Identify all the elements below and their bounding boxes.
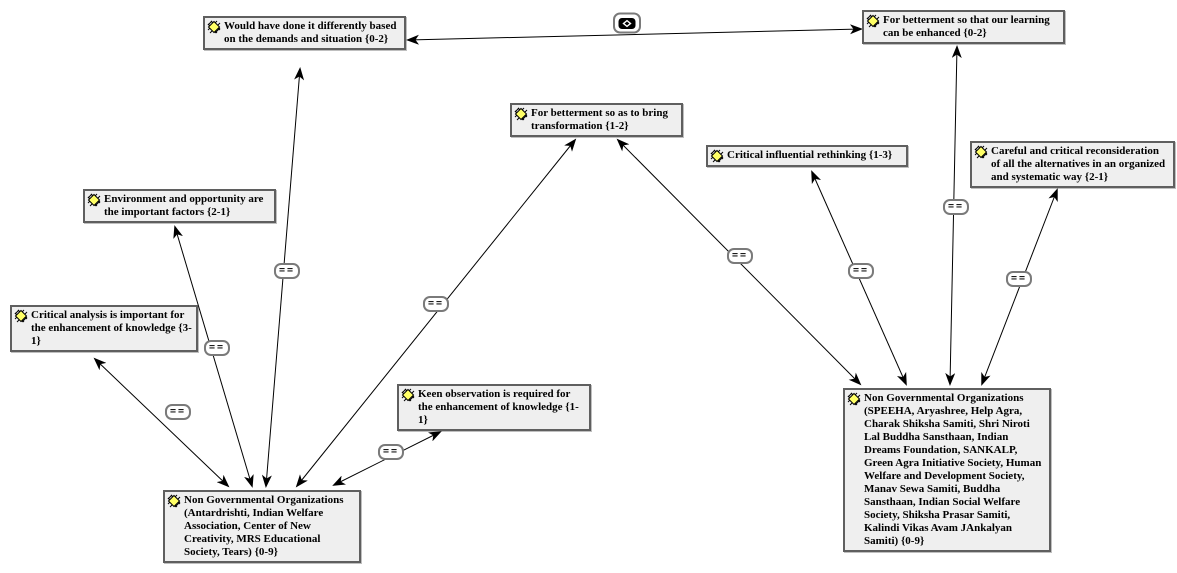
node-would-differently[interactable]: Would have done it differently based on … [203,16,406,50]
node-label: Critical analysis is important for the e… [31,309,192,347]
code-icon [401,388,415,402]
edge-relation-label[interactable]: == [377,444,405,460]
code-icon [847,392,861,406]
node-careful-reconsideration[interactable]: Careful and critical reconsideration of … [970,141,1175,188]
code-icon [710,149,724,163]
node-label: For betterment so that our learning can … [883,14,1050,39]
association-relation-icon[interactable] [613,12,641,34]
node-label: Non Governmental Organizations (Antardri… [184,494,344,558]
code-icon [87,193,101,207]
code-icon [167,494,181,508]
node-label: Critical influential rethinking {1-3} [727,149,893,161]
node-label: Non Governmental Organizations (SPEEHA, … [864,392,1042,547]
code-icon [14,309,28,323]
node-label: Environment and opportunity are the impo… [104,193,264,218]
node-critical-rethinking[interactable]: Critical influential rethinking {1-3} [706,145,908,167]
edge-relation-label[interactable]: == [942,199,970,215]
edge-line-transformation-left[interactable] [295,138,577,488]
edge-relation-label[interactable]: == [203,340,231,356]
association-symbol [618,17,636,29]
node-label: Careful and critical reconsideration of … [991,145,1166,183]
node-learning-enhanced[interactable]: For betterment so that our learning can … [862,10,1065,44]
code-icon [974,145,988,159]
edge-line-careful-reconsideration[interactable] [981,188,1058,386]
node-ngo-left[interactable]: Non Governmental Organizations (Antardri… [163,490,361,563]
edge-line-environment[interactable] [173,225,254,488]
edge-relation-label[interactable]: == [164,404,192,420]
node-label: Keen observation is required for the enh… [418,388,579,426]
node-transformation[interactable]: For betterment so as to bring transforma… [510,103,683,137]
node-label: Would have done it differently based on … [224,20,397,45]
code-icon [514,107,528,121]
edge-relation-label[interactable]: == [422,296,450,312]
node-label: For betterment so as to bring transforma… [531,107,668,132]
edge-relation-label[interactable]: == [1005,271,1033,287]
code-icon [866,14,880,28]
edge-line-critical-analysis[interactable] [93,357,230,488]
edge-relation-label[interactable]: == [847,263,875,279]
code-icon [207,20,221,34]
edge-line-learning-enhanced[interactable] [945,45,962,386]
node-ngo-right[interactable]: Non Governmental Organizations (SPEEHA, … [843,388,1051,552]
node-critical-analysis[interactable]: Critical analysis is important for the e… [10,305,198,352]
node-keen-observation[interactable]: Keen observation is required for the enh… [397,384,591,431]
node-environment-opportunity[interactable]: Environment and opportunity are the impo… [83,189,276,223]
edge-line-top-association[interactable] [406,24,863,45]
edge-relation-label[interactable]: == [726,248,754,264]
edge-relation-label[interactable]: == [273,263,301,279]
